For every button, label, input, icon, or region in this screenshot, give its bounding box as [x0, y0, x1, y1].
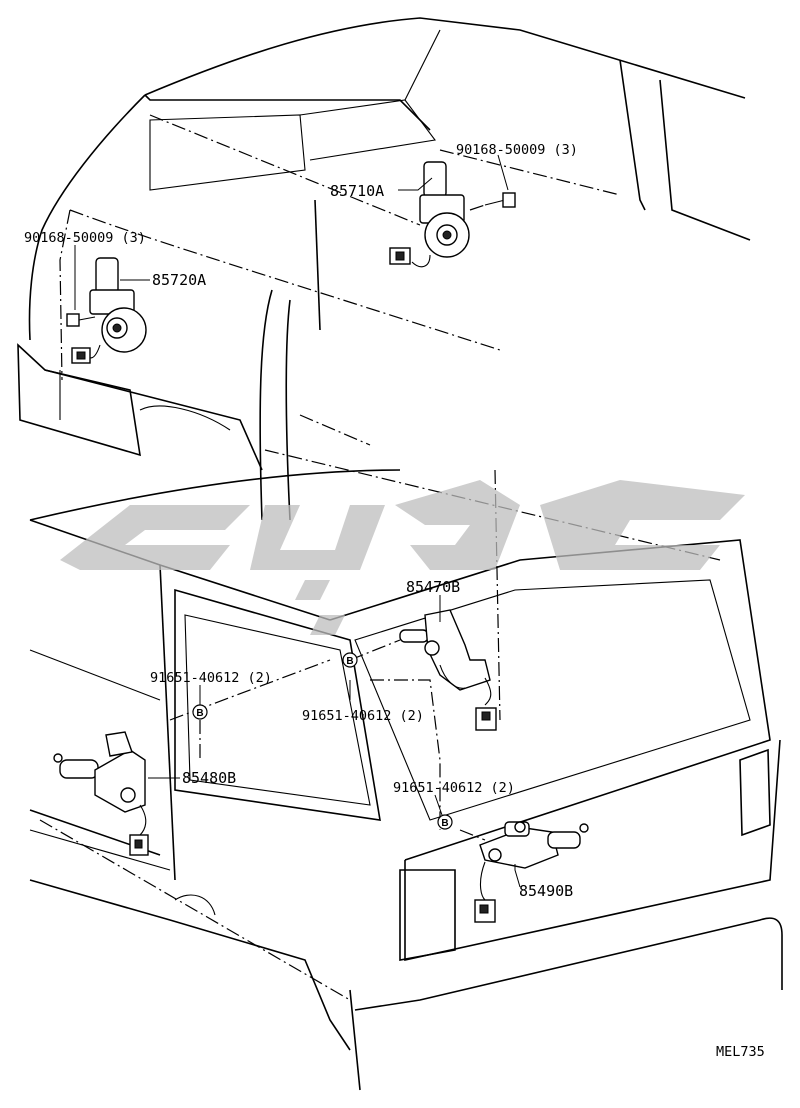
callout-marker-left: B [192, 704, 208, 720]
label-85490b: 85490B [519, 882, 573, 900]
callout-marker-center: B [342, 652, 358, 668]
actuator-85490b[interactable] [474, 821, 589, 923]
motor-85710a[interactable] [389, 161, 470, 268]
label-85480b: 85480B [182, 769, 236, 787]
svg-text:B: B [196, 708, 203, 719]
label-bolt-upper-left: 90168-50009 (3) [24, 230, 146, 246]
actuator-85480b[interactable] [53, 731, 149, 856]
label-85720a: 85720A [152, 271, 206, 289]
label-screw-right: 91651-40612 (2) [393, 780, 515, 796]
label-bolt-upper-right: 90168-50009 (3) [456, 142, 578, 158]
svg-text:B: B [441, 818, 448, 829]
lower-vehicle-body [29, 469, 783, 1091]
callout-marker-right: B [437, 814, 453, 830]
actuator-85470b[interactable] [399, 609, 497, 731]
watermark-logo [60, 480, 745, 635]
bolt-upper-left [66, 313, 96, 327]
label-85710a: 85710A [330, 182, 384, 200]
leader-lines [74, 154, 521, 888]
label-screw-center: 91651-40612 (2) [302, 708, 424, 724]
bolt-upper-right [469, 192, 516, 211]
diagram-code: MEL735 [716, 1044, 765, 1060]
label-screw-left: 91651-40612 (2) [150, 670, 272, 686]
svg-text:B: B [346, 656, 353, 667]
upper-vehicle-body [17, 17, 751, 561]
label-85470b: 85470B [406, 578, 460, 596]
motor-85720a[interactable] [71, 257, 147, 364]
